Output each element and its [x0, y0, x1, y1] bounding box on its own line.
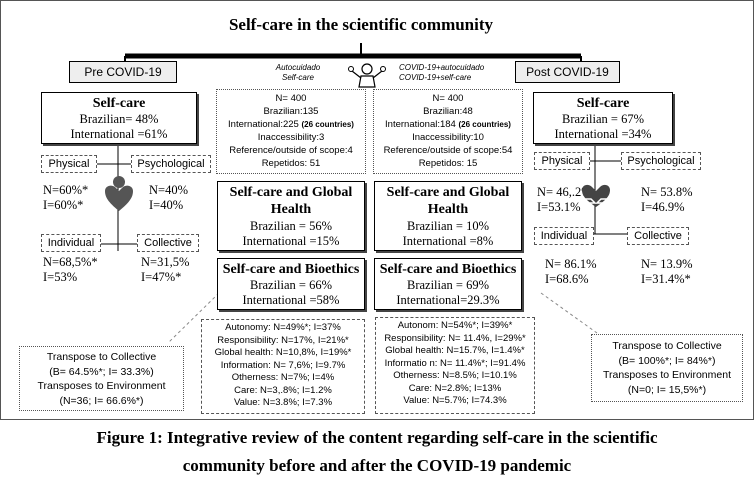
list-item: Care: N=2.8%; I=13%: [408, 382, 502, 394]
pre-individual-label: Individual: [41, 234, 101, 252]
diagram-title: Self-care in the scientific community: [228, 15, 494, 34]
pre-individual-values: N=68,5%* I=53%: [43, 255, 98, 284]
pre-values-box: Autonomy: N=49%*; I=37% Responsibility: …: [201, 319, 365, 414]
list-item: Value: N=5.7%; I=74.3%: [403, 395, 507, 406]
pre-transpose-box: Transpose to Collective (B= 64.5%*; I= 3…: [19, 346, 184, 411]
list-item: Value: N=3.8%; I=7.3%: [233, 397, 333, 408]
post-values-box: Autonom: N=54%*; I=39%* Responsibility: …: [375, 317, 535, 414]
post-individual-values: N= 86.1% I=68.6%: [545, 257, 597, 286]
list-item: Global health: N=10,8%, I=19%*: [214, 347, 352, 358]
list-item: Autonom: N=54%*; I=39%*: [397, 320, 513, 331]
figure-panel: Self-care in the scientific community Pr…: [0, 0, 754, 420]
post-psychological-values: N= 53.8% I=46.9%: [641, 185, 693, 214]
pre-psychological-values: N=40% I=40%: [149, 183, 188, 212]
pre-stats-box: N= 400 Brazilian:135 International:225 (…: [216, 89, 366, 174]
pre-selfcare-box: Self-care Brazilian= 48% International =…: [41, 92, 197, 144]
list-item: Information: N= 7,6%; I=9.7%: [220, 359, 346, 371]
post-individual-label: Individual: [534, 227, 594, 245]
pre-collective-label: Collective: [137, 234, 199, 252]
list-item: Otherness: N=8.5%; I=10.1%: [393, 370, 517, 381]
list-item: Responsibility: N= 11.4%, I=29%*: [384, 332, 526, 344]
post-selfcare-box: Self-care Brazilian = 67% International …: [533, 92, 673, 144]
scientist-icon: [348, 63, 386, 88]
post-transpose-box: Transpose to Collective (B= 100%*; I= 84…: [591, 334, 743, 402]
hands-heart-icon: [581, 184, 611, 207]
list-item: Care: N=3,.8%; I=1.2%: [234, 384, 332, 396]
post-collective-values: N= 13.9% I=31.4%*: [641, 257, 693, 286]
pre-bioethics-box: Self-care and Bioethics Brazilian = 66% …: [217, 258, 365, 310]
post-collective-label: Collective: [627, 227, 689, 245]
list-item: Autonomy: N=49%*; I=37%: [225, 322, 341, 333]
pre-physical-label: Physical: [41, 155, 97, 173]
post-psychological-label: Psychological: [621, 152, 701, 170]
post-global-health-box: Self-care and Global Health Brazilian = …: [374, 181, 522, 251]
center-label-right: COVID-19+autocuidado COVID-19+self-care: [399, 63, 485, 82]
post-stats-box: N= 400 Brazilian:48 International:184 (2…: [373, 89, 523, 174]
pre-covid-label: Pre COVID-19: [69, 61, 177, 83]
pre-collective-values: N=31,5% I=47%*: [141, 255, 190, 284]
list-item: Informatio n: N= 11.4%*; I=91.4%: [384, 357, 526, 369]
pre-psychological-label: Psychological: [131, 155, 211, 173]
post-bioethics-box: Self-care and Bioethics Brazilian = 69% …: [374, 258, 522, 310]
post-physical-label: Physical: [534, 152, 590, 170]
figure-caption: Figure 1: Integrative review of the cont…: [96, 428, 658, 475]
list-item: Responsibility: N=17%, I=21%*: [217, 334, 349, 346]
heart-icon: [105, 176, 133, 211]
list-item: Global health: N=15.7%, I=1.4%*: [385, 345, 525, 356]
list-item: Otherness: N=7%; I=4%: [231, 372, 335, 383]
pre-global-health-box: Self-care and Global Health Brazilian = …: [217, 181, 365, 251]
pre-physical-values: N=60%* I=60%*: [43, 183, 89, 212]
post-covid-label: Post COVID-19: [515, 61, 620, 83]
center-label-left: Autocuidado Self-care: [275, 63, 321, 82]
post-physical-values: N= 46,.2% I=53.1%: [537, 185, 592, 214]
